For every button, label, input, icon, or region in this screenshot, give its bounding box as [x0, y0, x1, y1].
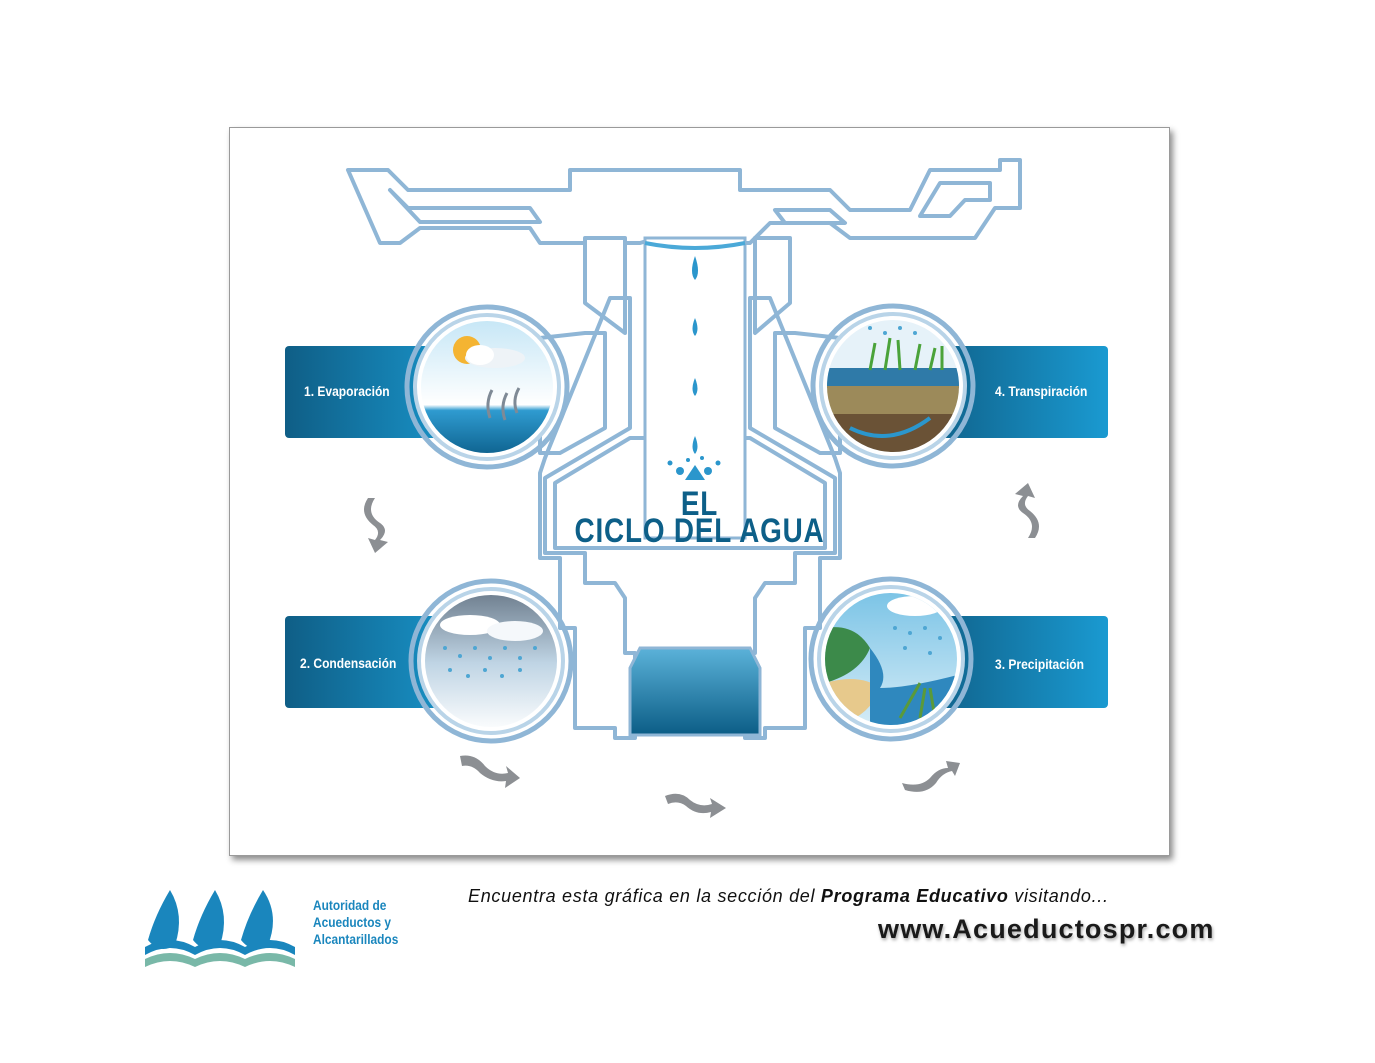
splash-icon [667, 456, 721, 480]
arrow-right-icon [460, 755, 520, 788]
organization-name: Autoridad de Acueductos y Alcantarillado… [313, 897, 398, 948]
arrow-down-icon [364, 498, 388, 553]
water-pool [628, 646, 762, 737]
transpiration-icon [810, 303, 976, 469]
caption-bold: Programa Educativo [820, 886, 1009, 906]
diagram-title-line2: CICLO DEL AGUA [574, 512, 825, 550]
stage-label-evaporation: 1. Evaporación [304, 383, 390, 399]
organization-line3: Alcantarillados [313, 931, 399, 947]
caption-pre: Encuentra esta gráfica en la sección del [468, 886, 821, 906]
diagram-title-line1: EL [680, 485, 719, 523]
condensation-icon [408, 578, 574, 744]
stage-label-precipitation: 3. Precipitación [995, 656, 1084, 672]
stage-label-condensation: 2. Condensación [300, 655, 397, 671]
arrow-up-icon [1015, 483, 1039, 538]
water-drops [692, 256, 698, 454]
arrow-up-right-icon [902, 761, 960, 792]
website-url[interactable]: www.Acueductospr.com [878, 914, 1215, 944]
flow-arrows [364, 483, 1039, 818]
water-cycle-diagram [285, 158, 1108, 818]
caption-post: visitando... [1008, 886, 1109, 906]
organization-line1: Autoridad de [313, 897, 387, 913]
stage-label-transpiration: 4. Transpiración [995, 383, 1088, 399]
aaa-logo-icon [145, 890, 295, 967]
organization-line2: Acueductos y [313, 914, 392, 930]
precipitation-icon [808, 576, 974, 742]
evaporation-icon [404, 304, 570, 470]
diagram-frame: EL CICLO DEL AGUA 1. Evaporación 2. Cond… [229, 127, 1170, 856]
footer-caption: Encuentra esta gráfica en la sección del… [468, 886, 1109, 907]
arrow-right-icon [665, 793, 726, 818]
